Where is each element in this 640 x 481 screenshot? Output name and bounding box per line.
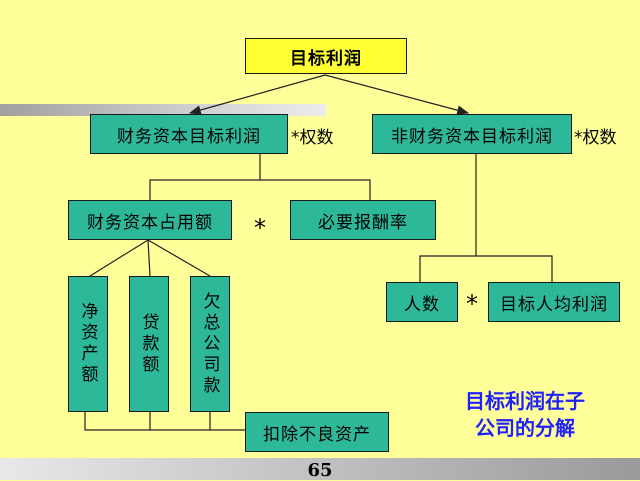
deduct-bad-assets-box: 扣除不良资产 <box>245 412 389 452</box>
target-per-capita-profit-label: 目标人均利润 <box>500 294 608 315</box>
net-assets-box: 净资产额 <box>68 276 108 412</box>
diagram-caption: 目标利润在子 公司的分解 <box>430 388 620 442</box>
loans-label: 贷款额 <box>138 312 159 376</box>
weight-left-label: *权数 <box>291 128 334 148</box>
caption-line-1: 目标利润在子 <box>465 389 585 413</box>
nonfinancial-capital-target-profit-label: 非财务资本目标利润 <box>391 126 553 147</box>
page-number: 65 <box>307 460 333 481</box>
target-per-capita-profit-box: 目标人均利润 <box>488 282 620 322</box>
target-profit-label: 目标利润 <box>290 48 362 69</box>
target-profit-box: 目标利润 <box>245 38 407 74</box>
headcount-label: 人数 <box>404 294 440 315</box>
financial-capital-occupied-label: 财务资本占用额 <box>87 212 213 233</box>
top-decorative-bar <box>0 104 326 116</box>
financial-capital-occupied-box: 财务资本占用额 <box>68 200 232 240</box>
required-return-rate-label: 必要报酬率 <box>318 212 408 233</box>
caption-line-2: 公司的分解 <box>475 416 575 440</box>
loans-box: 贷款额 <box>129 276 169 412</box>
multiply-symbol-2: * <box>466 290 478 318</box>
deduct-bad-assets-label: 扣除不良资产 <box>263 424 371 445</box>
owed-company-funds-label: 欠总公司款 <box>199 291 220 397</box>
nonfinancial-capital-target-profit-box: 非财务资本目标利润 <box>372 114 572 154</box>
multiply-symbol-1: * <box>254 214 266 242</box>
weight-right-label: *权数 <box>574 128 617 148</box>
headcount-box: 人数 <box>386 282 458 322</box>
required-return-rate-box: 必要报酬率 <box>290 200 436 240</box>
bottom-decorative-bar <box>0 458 640 480</box>
net-assets-label: 净资产额 <box>77 302 98 386</box>
financial-capital-target-profit-label: 财务资本目标利润 <box>117 126 261 147</box>
owed-company-funds-box: 欠总公司款 <box>190 276 230 412</box>
arrow-to-financial <box>188 74 326 115</box>
financial-capital-target-profit-box: 财务资本目标利润 <box>90 114 288 154</box>
arrow-to-nonfinancial <box>324 74 470 115</box>
